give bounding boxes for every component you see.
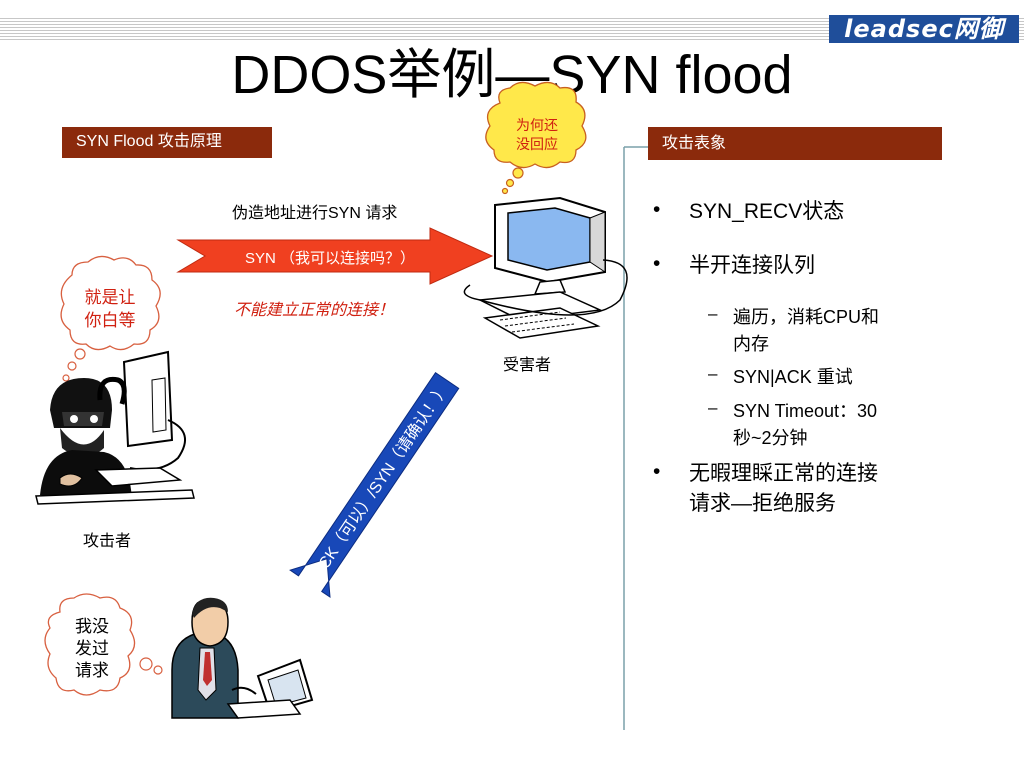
ack-syn-arrow-text: ACK（可以）/SYN（请确认！）: [309, 380, 453, 581]
user-businessman-icon: [171, 597, 314, 719]
sub-bullet-item: – SYN Timeout：30 秒~2分钟: [653, 398, 943, 458]
forge-address-text: 伪造地址进行SYN 请求: [232, 205, 398, 222]
sub-bullet-dash: –: [708, 364, 718, 383]
failure-text: 不能建立正常的连接！: [234, 302, 395, 319]
sub-bullet-dash: –: [708, 304, 718, 323]
victim-thought-line1: 为何还: [516, 117, 558, 133]
syn-arrow-text: SYN （我可以连接吗？）: [245, 250, 415, 267]
attacker-label: 攻击者: [83, 533, 132, 550]
bullet-item: • 半开连接队列: [653, 252, 943, 282]
bullet-dot: •: [653, 198, 661, 221]
attacker-hacker-icon: [35, 350, 195, 505]
sub-bullet-item: – SYN|ACK 重试: [653, 364, 943, 394]
attacker-thought-line1: 就是让: [85, 288, 136, 307]
syn-arrow: SYN （我可以连接吗？）: [176, 227, 494, 285]
leadsec-logo: leadsec网御: [829, 15, 1019, 43]
attacker-thought-bubble: 就是让 你白等: [60, 255, 161, 382]
bullet-text: 半开连接队列: [689, 254, 815, 277]
sub-bullet-dash: –: [708, 398, 718, 417]
attack-symptoms-label: 攻击表象: [648, 127, 942, 160]
victim-computer-icon: [463, 196, 628, 339]
panel-divider: [623, 146, 648, 730]
victim-thought-line2: 没回应: [516, 136, 558, 152]
user-thought-line2: 发过: [75, 639, 109, 658]
bullet-line2: 请求—拒绝服务: [689, 492, 836, 515]
sub-bullet-line2: 内存: [733, 334, 769, 354]
sub-bullet-line1: 遍历，消耗CPU和: [733, 307, 880, 327]
user-thought-line1: 我没: [75, 617, 109, 636]
bullet-item: • 无暇理睬正常的连接 请求—拒绝服务: [653, 460, 943, 520]
header-stripes: [0, 18, 1024, 40]
bullet-dot: •: [653, 252, 661, 275]
bullet-dot: •: [653, 460, 661, 483]
sub-bullet-line1: SYN|ACK 重试: [733, 367, 853, 387]
sub-bullet-line1: SYN Timeout：30: [733, 401, 878, 421]
sub-bullet-item: – 遍历，消耗CPU和 内存: [653, 304, 943, 364]
victim-label: 受害者: [503, 357, 552, 374]
user-thought-bubble: 我没 发过 请求: [44, 593, 163, 696]
attacker-thought-line2: 你白等: [85, 311, 136, 330]
user-thought-line3: 请求: [75, 661, 109, 680]
bullet-text: SYN_RECV状态: [689, 200, 845, 223]
syn-flood-principle-label: SYN Flood 攻击原理: [62, 127, 272, 158]
bullet-line1: 无暇理睬正常的连接: [689, 462, 878, 485]
ack-syn-arrow: ACK（可以）/SYN（请确认！）: [289, 371, 460, 599]
victim-thought-bubble: 为何还 没回应: [485, 81, 587, 195]
bullet-item: • SYN_RECV状态: [653, 198, 943, 228]
sub-bullet-line2: 秒~2分钟: [733, 428, 808, 448]
